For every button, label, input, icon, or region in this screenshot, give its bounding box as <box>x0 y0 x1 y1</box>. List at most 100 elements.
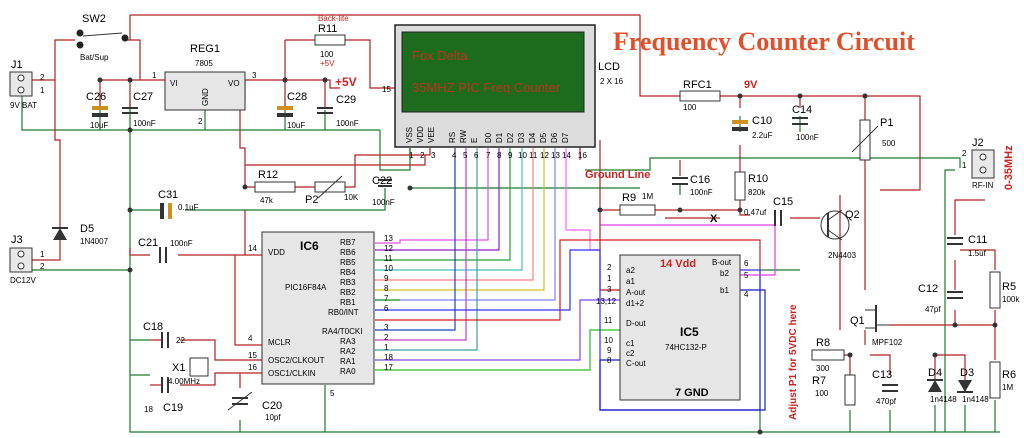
ic5-left-pins: a2 a1 A-out d1+2 D-out c1 c2 C-out <box>626 266 646 368</box>
nine-v-label: 9V <box>744 79 758 91</box>
crystal-x1: X1 4.00MHz <box>168 357 209 386</box>
svg-text:R11: R11 <box>318 23 337 35</box>
svg-text:d1+2: d1+2 <box>626 299 645 308</box>
svg-text:100nF: 100nF <box>336 119 359 128</box>
ic5-74hc132: 14 Vdd IC5 74HC132-P 7 GND a2 a1 A-out d… <box>596 254 749 401</box>
svg-text:RW: RW <box>459 129 468 143</box>
lcd-line1: Fox Delta <box>412 48 468 63</box>
capacitor-c16: C16 100nF <box>672 174 713 197</box>
svg-text:10K: 10K <box>344 193 359 202</box>
svg-text:1: 1 <box>152 71 157 80</box>
potentiometer-p2: P2 10K <box>305 175 359 206</box>
svg-text:5: 5 <box>330 389 335 398</box>
svg-text:13: 13 <box>551 151 560 160</box>
resistor-r9: R9 1M <box>619 192 656 216</box>
svg-text:C28: C28 <box>287 91 307 103</box>
svg-text:E: E <box>470 138 479 143</box>
svg-text:4: 4 <box>744 290 749 299</box>
svg-text:8: 8 <box>607 356 612 365</box>
lcd-data-wires <box>375 148 776 411</box>
svg-text:8: 8 <box>384 284 389 293</box>
diode-d4: D4 1n4148 <box>927 367 957 404</box>
svg-text:D4: D4 <box>928 367 942 379</box>
svg-text:C16: C16 <box>690 174 710 186</box>
svg-text:100: 100 <box>683 103 697 112</box>
svg-text:18: 18 <box>384 353 393 362</box>
svg-text:820k: 820k <box>748 188 766 197</box>
svg-text:3: 3 <box>431 151 436 160</box>
svg-text:B-out: B-out <box>712 258 732 267</box>
capacitor-c15: C15 0.47uf <box>744 196 793 226</box>
ic6-pic16f84a: IC6 PIC16F84A VDD MCLR OSC2/CLKOUT OSC1/… <box>248 231 393 398</box>
svg-text:RB3: RB3 <box>340 278 356 287</box>
svg-text:100: 100 <box>320 50 334 59</box>
svg-text:1: 1 <box>384 343 389 352</box>
svg-text:VDD: VDD <box>416 126 425 143</box>
svg-text:5: 5 <box>463 151 468 160</box>
svg-text:RA3: RA3 <box>340 337 356 346</box>
svg-text:P2: P2 <box>305 194 318 206</box>
svg-text:9V BAT: 9V BAT <box>10 101 37 110</box>
svg-text:2.2uF: 2.2uF <box>752 131 773 140</box>
capacitor-c12: C12 47pf <box>918 283 963 314</box>
svg-text:6: 6 <box>744 259 749 268</box>
lcd-pin-labels: VSS VDD VEE RS RW E D0 D1 D2 D3 D4 D5 D6… <box>405 126 570 143</box>
svg-text:Q2: Q2 <box>845 209 860 221</box>
svg-text:R5: R5 <box>1002 281 1016 293</box>
svg-text:4: 4 <box>248 334 253 343</box>
svg-text:14: 14 <box>248 244 257 253</box>
svg-text:b2: b2 <box>720 269 729 278</box>
svg-text:1M: 1M <box>642 192 653 201</box>
svg-text:R8: R8 <box>816 337 830 349</box>
svg-text:12: 12 <box>540 151 549 160</box>
svg-text:9: 9 <box>384 274 389 283</box>
svg-text:2: 2 <box>198 117 203 126</box>
svg-text:2: 2 <box>40 262 45 271</box>
svg-text:6: 6 <box>474 151 479 160</box>
svg-text:10: 10 <box>604 336 613 345</box>
svg-text:J1: J1 <box>11 59 23 71</box>
svg-text:C29: C29 <box>336 94 356 106</box>
svg-text:MPF102: MPF102 <box>872 338 903 347</box>
ic5-left-nums: 2 1 3 13,12 11 10 9 8 <box>596 263 617 365</box>
svg-text:D5: D5 <box>80 223 94 235</box>
svg-text:RB1: RB1 <box>340 298 356 307</box>
svg-text:C22: C22 <box>372 175 392 187</box>
svg-text:J2: J2 <box>972 137 984 149</box>
svg-text:D0: D0 <box>484 132 493 143</box>
page-title: Frequency Counter Circuit <box>613 27 915 56</box>
svg-text:11: 11 <box>529 151 538 160</box>
svg-text:1n4148: 1n4148 <box>962 395 989 404</box>
svg-text:13,12: 13,12 <box>596 297 617 306</box>
svg-text:0.1uF: 0.1uF <box>178 203 199 212</box>
svg-text:R7: R7 <box>812 375 826 387</box>
svg-text:1: 1 <box>40 86 45 95</box>
svg-text:100nF: 100nF <box>133 119 156 128</box>
svg-text:Bat/Sup: Bat/Sup <box>80 53 109 62</box>
resistor-r8: R8 300 <box>811 337 845 373</box>
svg-text:2: 2 <box>384 333 389 342</box>
svg-text:VSS: VSS <box>405 127 414 143</box>
trimmer-c20: C20 10pf <box>227 391 282 422</box>
lcd-pin16: 16 <box>578 151 587 160</box>
svg-text:4: 4 <box>452 151 457 160</box>
lcd-pin15: 15 <box>382 85 391 94</box>
connector-j2: J2 RF-IN 2 1 0-35MHz <box>962 137 1015 190</box>
capacitor-c11: C11 1.5uf <box>947 234 987 258</box>
svg-text:Back-lite: Back-lite <box>318 14 349 23</box>
svg-text:7805: 7805 <box>195 59 213 68</box>
svg-text:16: 16 <box>248 363 257 372</box>
svg-text:RB0/INT: RB0/INT <box>328 308 359 317</box>
svg-text:6: 6 <box>384 304 389 313</box>
svg-text:22: 22 <box>176 336 185 345</box>
svg-text:3: 3 <box>252 71 257 80</box>
svg-text:10: 10 <box>384 264 393 273</box>
svg-text:10uF: 10uF <box>287 121 305 130</box>
svg-text:18: 18 <box>144 405 153 414</box>
resistor-r12: R12 47k <box>254 169 296 205</box>
svg-text:Q1: Q1 <box>850 315 865 327</box>
svg-text:2: 2 <box>962 149 967 158</box>
potentiometer-p1: P1 500 <box>851 117 896 161</box>
svg-text:1N4007: 1N4007 <box>80 237 109 246</box>
svg-text:10uF: 10uF <box>90 121 108 130</box>
